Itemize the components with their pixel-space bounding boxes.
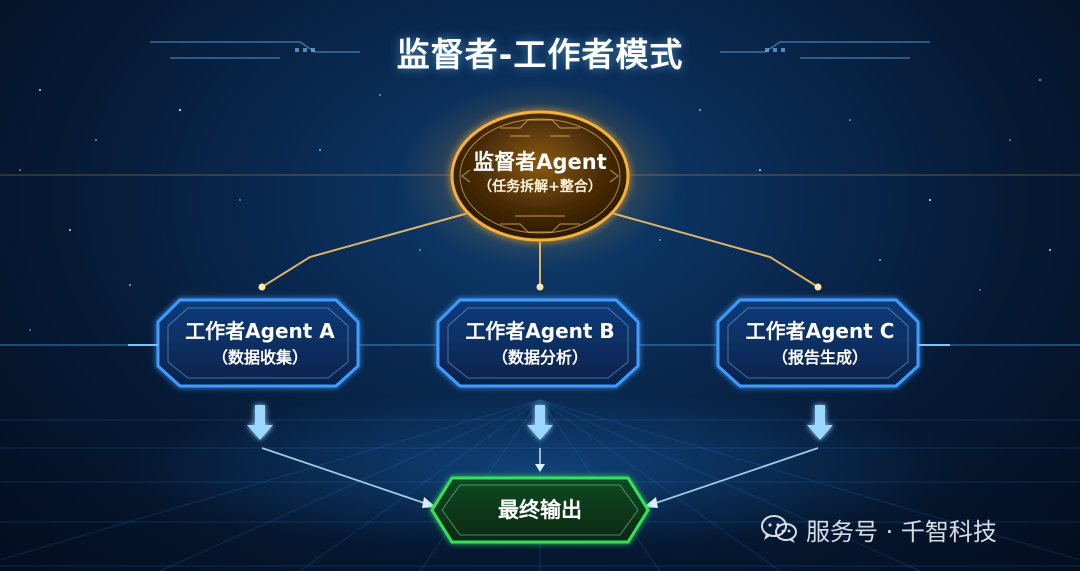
stars [19,79,1051,331]
arrowhead-b [535,464,545,472]
watermark-text: 服务号 · 千智科技 [806,517,997,546]
connector-dot [814,283,822,291]
header-circuit-lines [150,41,930,59]
wechat-icon [761,515,797,543]
supervisor-role: （任务拆解+整合） [478,179,602,195]
connector-worker-a-output [261,447,431,506]
arrowhead-c [644,497,658,508]
connector-supervisor-worker-a [261,211,473,288]
supervisor-label: 监督者Agent （任务拆解+整合） [460,148,620,198]
page-title: 监督者-工作者模式 [396,35,684,74]
output-node [430,476,650,544]
worker-c-name: 工作者Agent C [745,319,895,343]
worker-a-label: 工作者Agent A （数据收集） [155,317,365,371]
worker-node-a [156,298,360,388]
connector-supervisor-worker-c [607,211,819,288]
arrowhead-a [422,497,436,508]
connector-worker-c-output [649,447,819,506]
down-arrow-a [247,405,273,440]
supervisor-node [450,110,630,242]
worker-c-label: 工作者Agent C （报告生成） [715,317,925,371]
down-arrow-c [807,405,833,440]
worker-b-role: （数据分析） [491,348,588,367]
worker-node-b [436,298,640,388]
worker-a-role: （数据收集） [211,348,308,367]
connector-dot [258,283,266,291]
worker-b-label: 工作者Agent B （数据分析） [435,317,645,371]
down-arrows [247,405,833,440]
worker-a-name: 工作者Agent A [185,319,335,343]
output-connectors [261,447,819,506]
worker-node-c [716,298,920,388]
output-label: 最终输出 [498,498,582,522]
down-arrow-b [527,405,553,440]
worker-c-role: （报告生成） [771,348,868,367]
circuit-pattern [461,119,619,233]
connector-dot [536,283,544,291]
supervisor-name: 监督者Agent [473,150,607,174]
watermark: 服务号 · 千智科技 [760,512,1060,546]
worker-b-name: 工作者Agent B [465,319,615,343]
